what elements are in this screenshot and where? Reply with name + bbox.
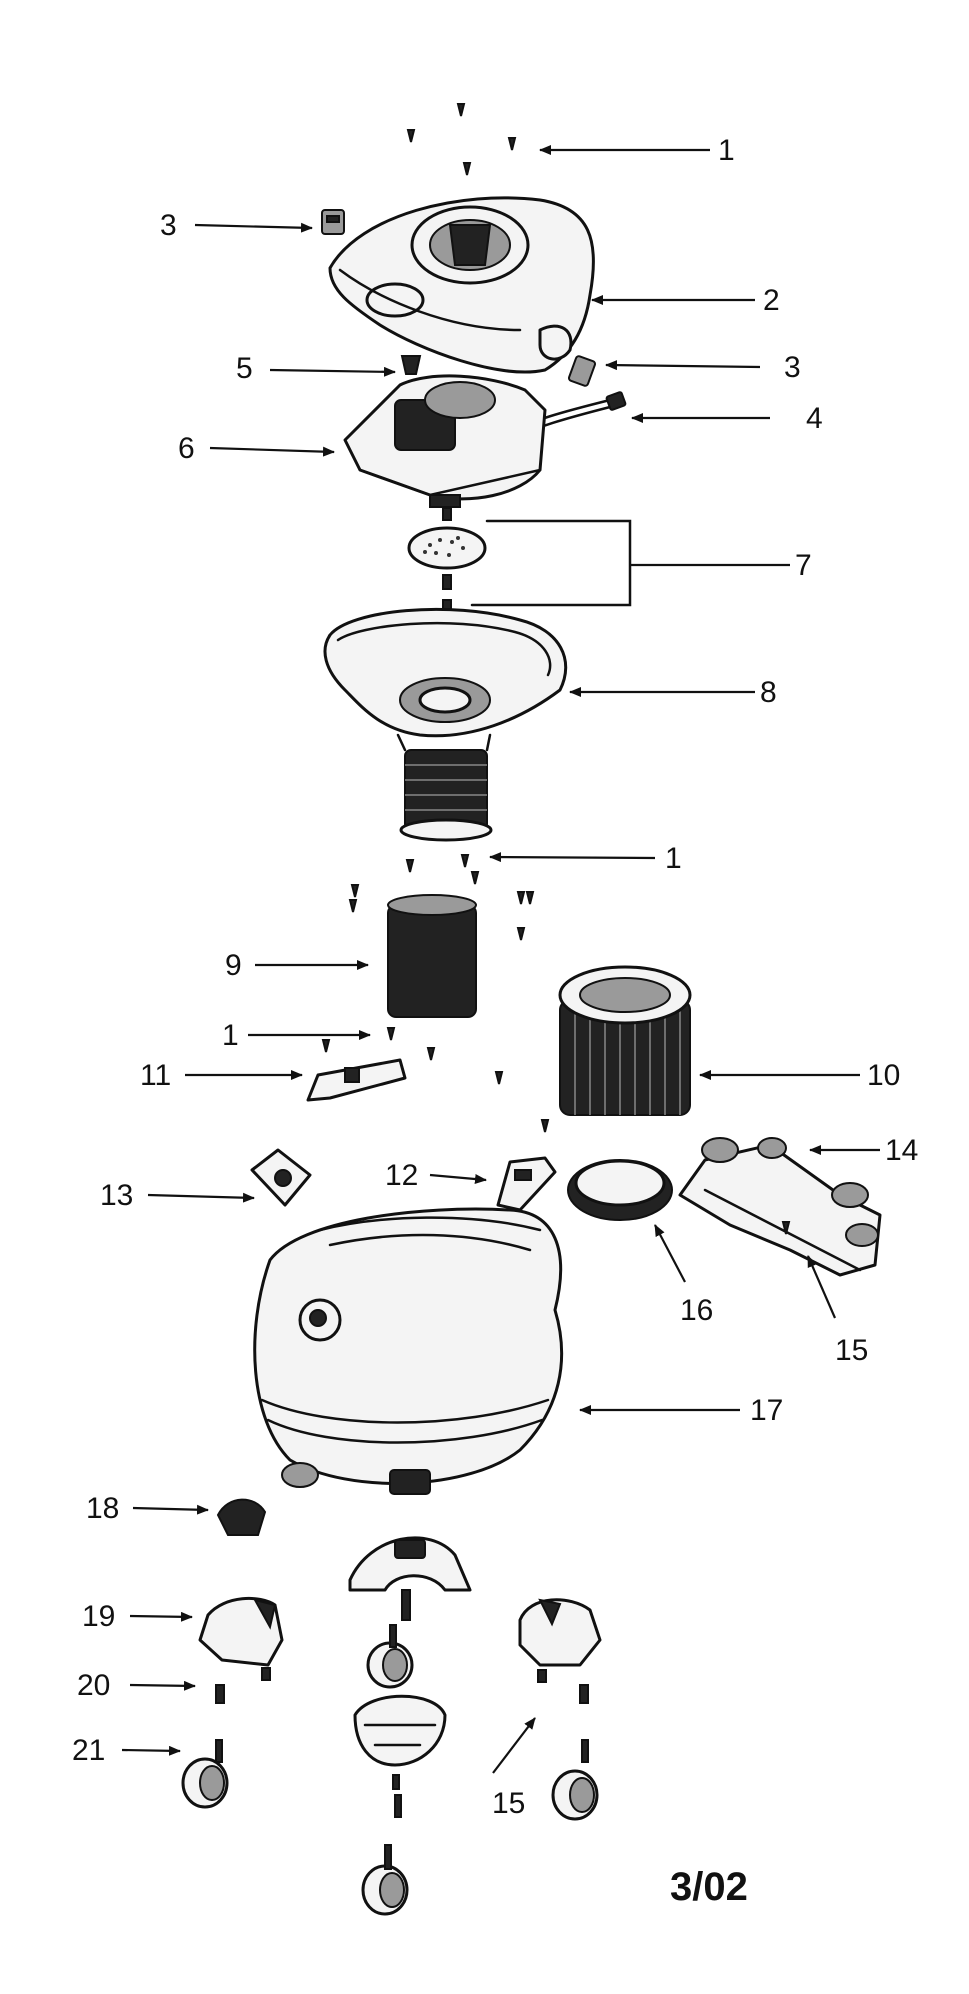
caster-right — [518, 1598, 602, 1821]
callout-label: 4 — [806, 402, 823, 435]
tank — [253, 1207, 564, 1495]
bumper — [216, 1498, 267, 1536]
date-code: 3/02 — [670, 1865, 748, 1909]
clip-left — [321, 209, 345, 235]
accessory-holder — [678, 1137, 882, 1277]
callout-labels: 1 2 3 3 4 5 6 7 8 1 9 1 10 11 12 13 14 1… — [72, 134, 918, 1820]
filter-disc — [407, 507, 487, 613]
drain-cap — [250, 1148, 312, 1207]
caster-foot-center — [353, 1694, 447, 1916]
callout-label: 21 — [72, 1734, 105, 1767]
callout-label: 16 — [680, 1294, 713, 1327]
motor-assembly — [343, 374, 547, 508]
callout-label: 20 — [77, 1669, 110, 1702]
callout-label: 8 — [760, 676, 777, 709]
nut — [400, 355, 422, 375]
callout-label: 15 — [835, 1334, 868, 1367]
screws-middle — [348, 854, 535, 941]
screws-top — [406, 103, 517, 176]
callout-label: 15 — [492, 1787, 525, 1820]
filter-sleeve — [387, 894, 477, 1018]
callout-label: 10 — [867, 1059, 900, 1092]
callout-label: 1 — [665, 842, 682, 875]
motor-cover — [328, 196, 595, 374]
callout-label: 1 — [222, 1019, 239, 1052]
callout-label: 7 — [795, 549, 812, 582]
bracket-left — [306, 1027, 504, 1102]
callout-label: 18 — [86, 1492, 119, 1525]
caster-left — [181, 1596, 284, 1809]
cartridge-filter — [540, 965, 692, 1133]
callout-label: 2 — [763, 284, 780, 317]
callout-label: 11 — [140, 1059, 171, 1092]
callout-label: 9 — [225, 949, 242, 982]
callout-label: 1 — [718, 134, 735, 167]
callout-label: 12 — [385, 1159, 418, 1192]
filter-ring — [567, 1159, 673, 1221]
callout-label: 3 — [784, 351, 801, 384]
callout-label: 19 — [82, 1600, 115, 1633]
bracket-right — [496, 1156, 557, 1212]
callout-label: 5 — [236, 352, 253, 385]
callout-label: 14 — [885, 1134, 918, 1167]
leader-lines — [121, 145, 880, 1774]
lid — [323, 607, 568, 842]
caster-mount-center — [348, 1536, 472, 1689]
callout-label: 3 — [160, 209, 177, 242]
callout-label: 6 — [178, 432, 195, 465]
callout-label: 13 — [100, 1179, 133, 1212]
clip-right — [568, 355, 596, 387]
callout-label: 17 — [750, 1394, 783, 1427]
